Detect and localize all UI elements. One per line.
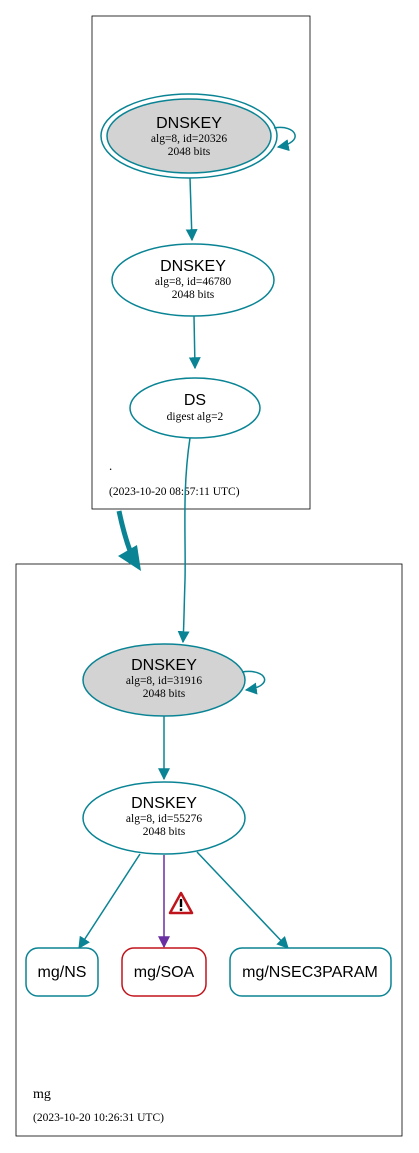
edge-mg-zsk-to-ns	[78, 853, 141, 950]
root-ksk-self-loop	[273, 126, 296, 152]
mg-nsec3param-record[interactable]: mg/NSEC3PARAM	[229, 947, 392, 997]
ds-node[interactable]: DS digest alg=2	[129, 377, 261, 439]
mg-soa-record[interactable]: mg/SOA	[121, 947, 207, 997]
mg-ksk-type: DNSKEY	[131, 657, 197, 674]
mg-zsk-node[interactable]: DNSKEY alg=8, id=55276 2048 bits	[82, 781, 246, 855]
root-ksk-node[interactable]: DNSKEY alg=8, id=20326 2048 bits	[100, 93, 278, 179]
mg-ksk-self-loop	[241, 670, 266, 695]
mg-ns-label: mg/NS	[38, 964, 87, 981]
root-zone-name: .	[109, 458, 112, 473]
mg-zone-timestamp: (2023-10-20 10:26:31 UTC)	[33, 1112, 164, 1124]
mg-ksk-detail: alg=8, id=31916	[126, 675, 202, 687]
root-zsk-size: 2048 bits	[172, 289, 215, 301]
mg-zsk-size: 2048 bits	[143, 826, 186, 838]
root-ksk-type: DNSKEY	[156, 115, 222, 132]
mg-zsk-detail: alg=8, id=55276	[126, 813, 202, 825]
mg-ns-record[interactable]: mg/NS	[25, 947, 99, 997]
root-zsk-type: DNSKEY	[160, 258, 226, 275]
root-zone-cluster	[91, 15, 311, 510]
delegation-arrow	[116, 510, 141, 571]
ds-type: DS	[184, 392, 206, 409]
ds-detail: digest alg=2	[167, 411, 224, 423]
mg-ksk-size: 2048 bits	[143, 688, 186, 700]
root-zsk-node[interactable]: DNSKEY alg=8, id=46780 2048 bits	[111, 243, 275, 317]
mg-zone-cluster	[15, 563, 403, 1137]
mg-soa-label: mg/SOA	[134, 964, 195, 981]
root-ksk-size: 2048 bits	[168, 146, 211, 158]
edge-root-zsk-to-ds	[188, 315, 201, 370]
warning-triangle-icon[interactable]	[168, 891, 194, 915]
root-zsk-detail: alg=8, id=46780	[155, 276, 231, 288]
root-zone-timestamp: (2023-10-20 08:57:11 UTC)	[109, 486, 240, 498]
edge-ds-to-mg-ksk	[177, 437, 191, 644]
edge-mg-zsk-to-nsec3param	[196, 851, 289, 949]
mg-nsec3param-label: mg/NSEC3PARAM	[242, 964, 378, 981]
mg-zone-name: mg	[33, 1087, 51, 1102]
root-ksk-detail: alg=8, id=20326	[151, 133, 227, 145]
mg-zsk-type: DNSKEY	[131, 795, 197, 812]
mg-ksk-node[interactable]: DNSKEY alg=8, id=31916 2048 bits	[82, 643, 246, 717]
edge-root-ksk-to-zsk	[185, 177, 198, 242]
